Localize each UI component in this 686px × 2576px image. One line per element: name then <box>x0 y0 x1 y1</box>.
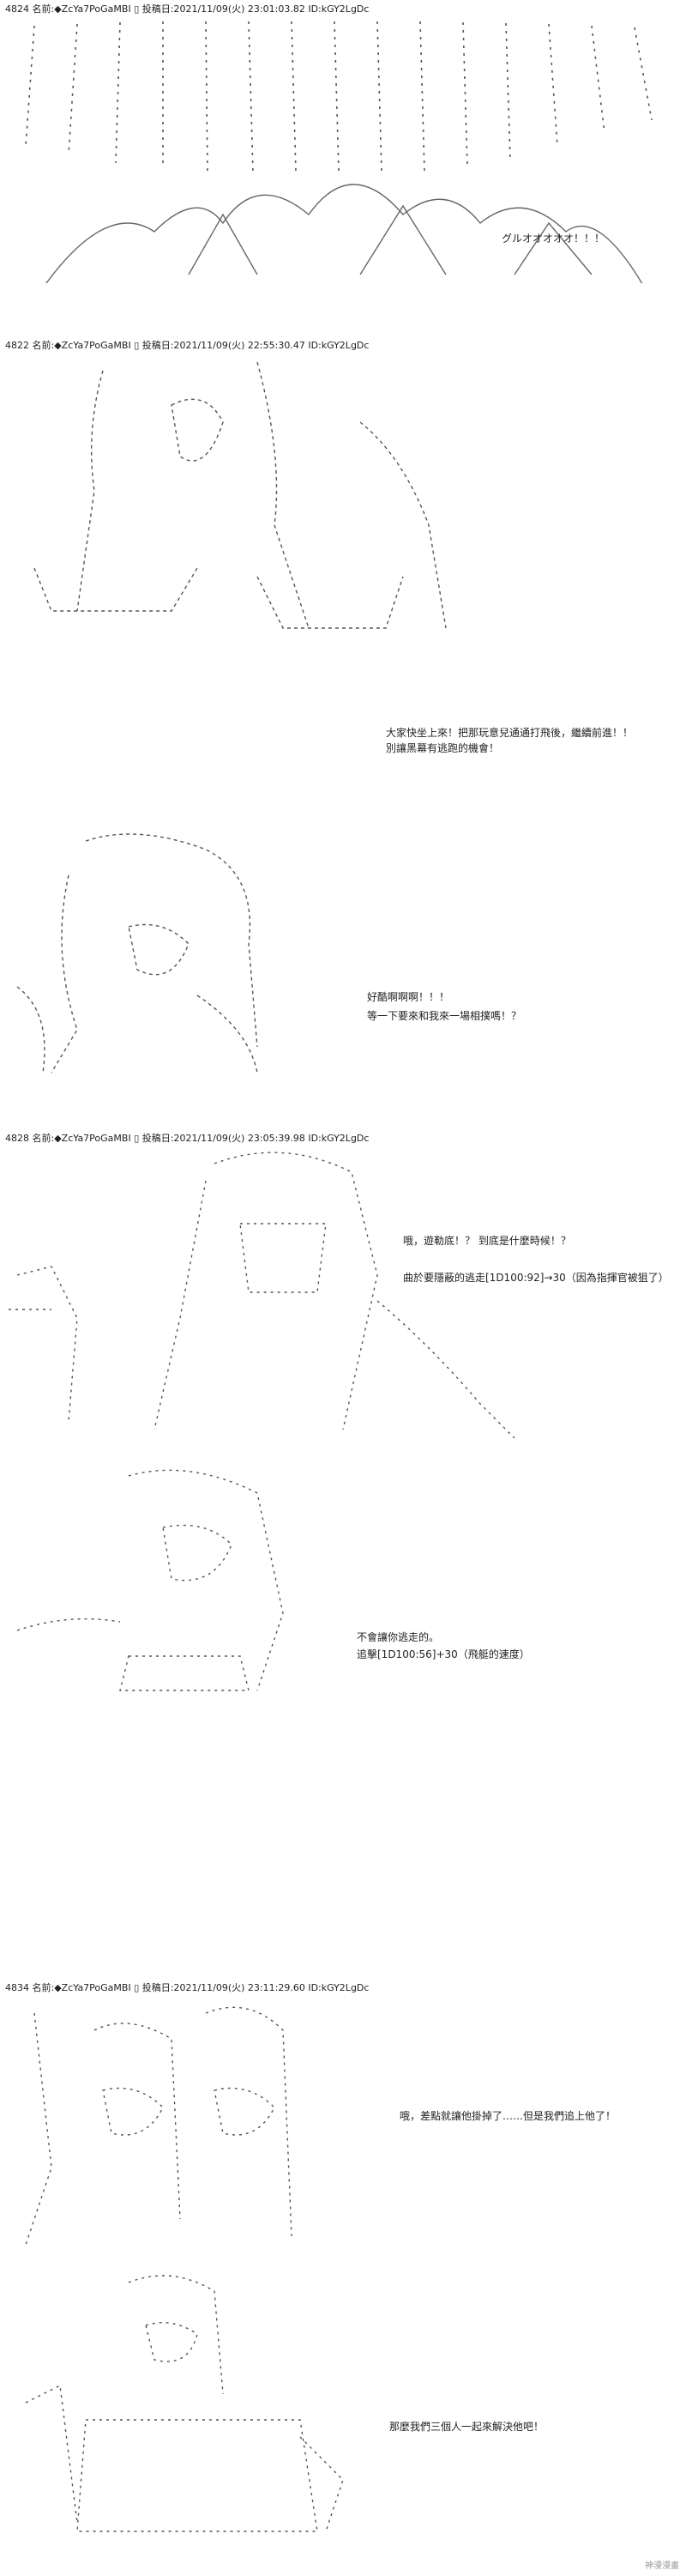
ascii-art-panel <box>0 2265 686 2540</box>
ascii-art-panel <box>0 17 686 283</box>
dialogue-line: 哦，遊勒底！？ 到底是什麼時候！？ <box>403 1235 571 1247</box>
ascii-art-panel <box>0 1146 686 1447</box>
dialogue-line: 大家快坐上來！把那玩意兒通通打飛後，繼續前進！！ <box>386 727 634 739</box>
watermark: 神漫漫畫 <box>645 2561 679 2571</box>
post-header: 4834 名前:◆ZcYa7PoGaMBI ▯ 投稿日:2021/11/09(火… <box>5 1982 370 1993</box>
ascii-art-panel <box>0 1996 686 2253</box>
dialogue-line: グルオオオオオ！！！ <box>502 233 605 245</box>
post-header: 4822 名前:◆ZcYa7PoGaMBI ▯ 投稿日:2021/11/09(火… <box>5 340 370 351</box>
ascii-art-panel <box>0 1459 686 1716</box>
dialogue-line: 曲於要隱蔽的逃走[1D100:92]→30（因為指揮官被狙了） <box>403 1272 669 1284</box>
dialogue-line: 等一下要來和我來一場相撲嗎！？ <box>367 1010 522 1022</box>
dialogue-line: 哦，差點就讓他掛掉了……但是我們追上他了！ <box>400 2110 617 2122</box>
dialogue-line: 不會讓你逃走的。 <box>357 1631 440 1643</box>
dialogue-line: 好酷啊啊啊！！！ <box>367 991 450 1003</box>
post-header: 4828 名前:◆ZcYa7PoGaMBI ▯ 投稿日:2021/11/09(火… <box>5 1133 370 1144</box>
dialogue-line: 那麼我們三個人一起來解決他吧！ <box>389 2421 545 2433</box>
post-header: 4824 名前:◆ZcYa7PoGaMBI ▯ 投稿日:2021/11/09(火… <box>5 3 370 15</box>
ascii-art-panel <box>0 824 686 1081</box>
dialogue-line: 別讓黑幕有逃跑的機會！ <box>386 742 500 754</box>
dialogue-line: 追擊[1D100:56]+30（飛艇的速度） <box>357 1648 530 1660</box>
ascii-art-panel <box>0 354 686 637</box>
